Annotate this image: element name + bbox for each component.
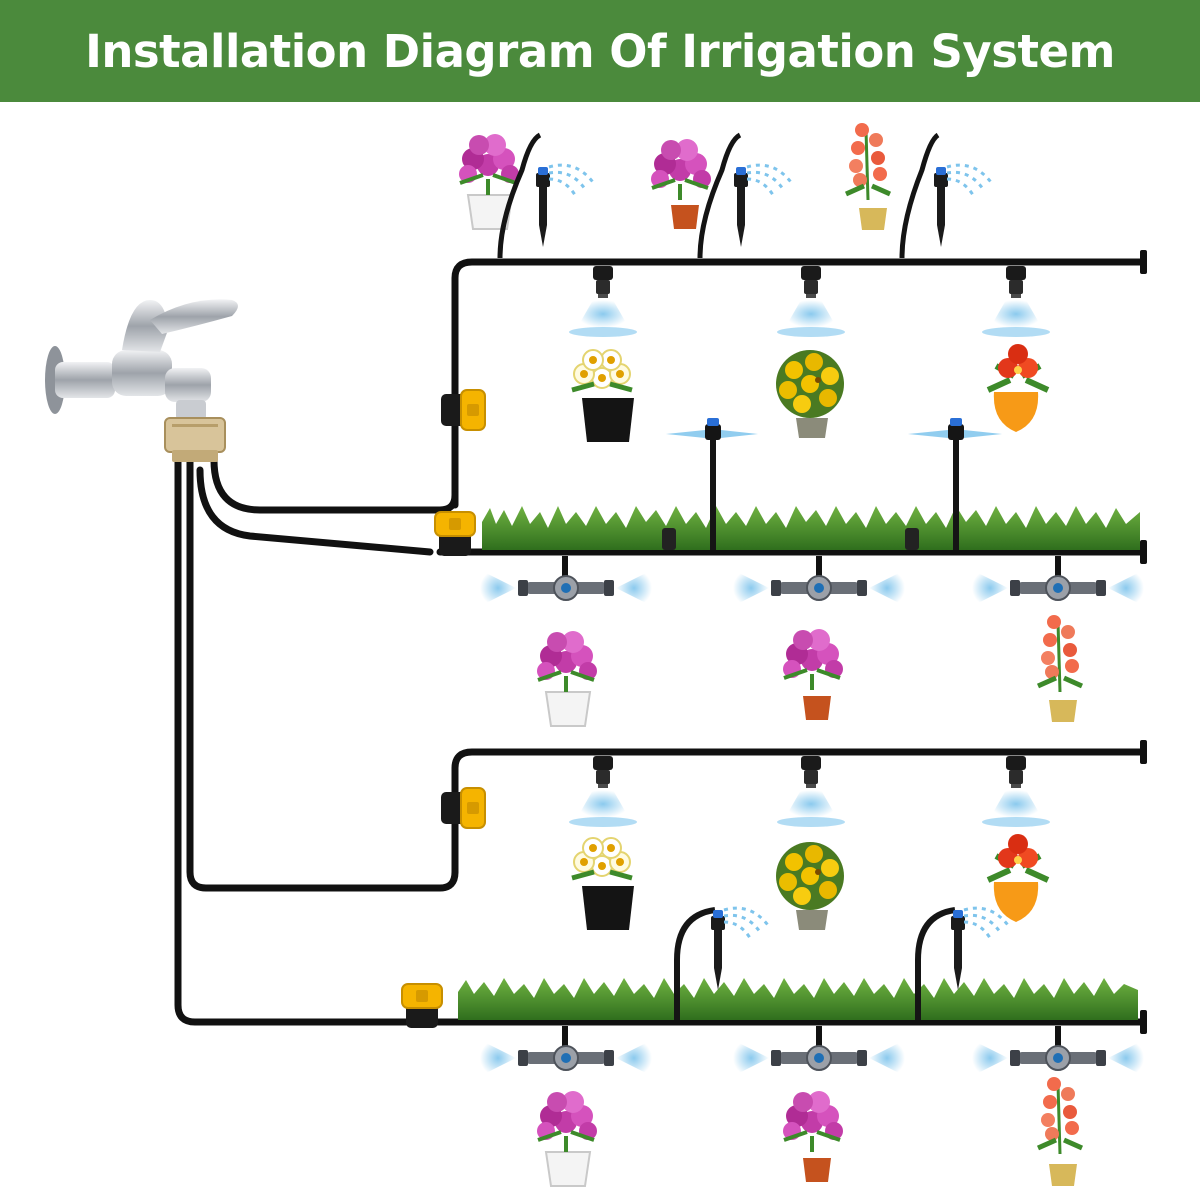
main-tubing-line-3 — [451, 748, 1146, 876]
misters-line-3 — [569, 756, 1050, 827]
valves — [401, 389, 486, 1029]
cross-nozzle-icon — [479, 569, 653, 607]
plant-pink-5 — [535, 1089, 599, 1187]
end-plug-icon — [1140, 540, 1147, 564]
stake-sprinkler-icon — [734, 165, 795, 247]
feed-tube-4 — [174, 456, 414, 1026]
stake-sprinkler-icon — [711, 908, 772, 990]
plant-gold-1 — [776, 350, 844, 438]
plant-orchid-2 — [1038, 615, 1082, 722]
grass-strip-1 — [482, 506, 1140, 550]
valve-icon — [440, 389, 486, 431]
valve-icon — [434, 511, 476, 557]
main-tubing-line-1 — [451, 258, 1146, 509]
faucet-icon — [45, 299, 238, 420]
plant-pink-6 — [781, 1089, 845, 1182]
grass-stake-sprinklers-2 — [674, 908, 1012, 1020]
stake-sprinkler-icon — [908, 430, 1002, 438]
feed-tube-2 — [196, 466, 434, 556]
mister-icon — [569, 266, 637, 337]
mister-icon — [777, 266, 845, 337]
plant-row-2 — [572, 344, 1048, 442]
cross-nozzle-icon — [971, 1039, 1145, 1077]
cross-nozzles-line-2 — [479, 556, 1145, 607]
splitter-icon — [164, 417, 226, 462]
cross-nozzle-icon — [971, 569, 1145, 607]
plant-orchid-3 — [1038, 1077, 1082, 1186]
stake-sprinkler-icon — [951, 908, 1012, 990]
plant-daisy-2 — [572, 838, 634, 930]
stake-sprinkler-icon — [536, 165, 597, 247]
plant-gold-2 — [776, 842, 844, 930]
plant-orchid-1 — [846, 123, 890, 230]
feed-tube-3 — [186, 456, 459, 892]
page-title: Installation Diagram Of Irrigation Syste… — [85, 24, 1115, 78]
stake-sprinkler-icon — [666, 430, 758, 438]
top-stake-sprinklers — [497, 132, 995, 259]
stake-sprinkler-icon — [934, 165, 995, 247]
end-plugs — [1140, 250, 1147, 1034]
cross-nozzle-icon — [732, 569, 906, 607]
mister-icon — [982, 756, 1050, 827]
top-plant-row — [457, 123, 890, 230]
misters-line-1 — [569, 266, 1050, 337]
mister-icon — [777, 756, 845, 827]
plant-pink-1 — [457, 132, 521, 230]
grass-strip-2 — [458, 978, 1138, 1020]
feed-tube-1 — [210, 456, 459, 514]
cross-nozzle-icon — [732, 1039, 906, 1077]
plant-red-1 — [988, 344, 1048, 432]
irrigation-diagram — [45, 102, 1147, 1187]
plant-row-5 — [535, 1077, 1082, 1187]
mister-icon — [982, 266, 1050, 337]
tubing-network — [174, 258, 1146, 1026]
plant-pink-2 — [649, 137, 713, 229]
end-plug-icon — [1140, 1010, 1147, 1034]
grass-stake-sprinklers-1 — [662, 418, 1002, 550]
plant-row-3 — [535, 615, 1082, 727]
plant-pink-4 — [781, 627, 845, 720]
mister-icon — [569, 756, 637, 827]
plant-daisy-1 — [572, 350, 634, 442]
cross-nozzle-icon — [479, 1039, 653, 1077]
valve-icon — [401, 983, 443, 1029]
header-banner: Installation Diagram Of Irrigation Syste… — [0, 0, 1200, 102]
end-plug-icon — [1140, 250, 1147, 274]
plant-pink-3 — [535, 629, 599, 727]
cross-nozzles-line-4 — [479, 1026, 1145, 1077]
plant-red-2 — [988, 834, 1048, 922]
end-plug-icon — [1140, 740, 1147, 764]
valve-icon — [440, 787, 486, 829]
